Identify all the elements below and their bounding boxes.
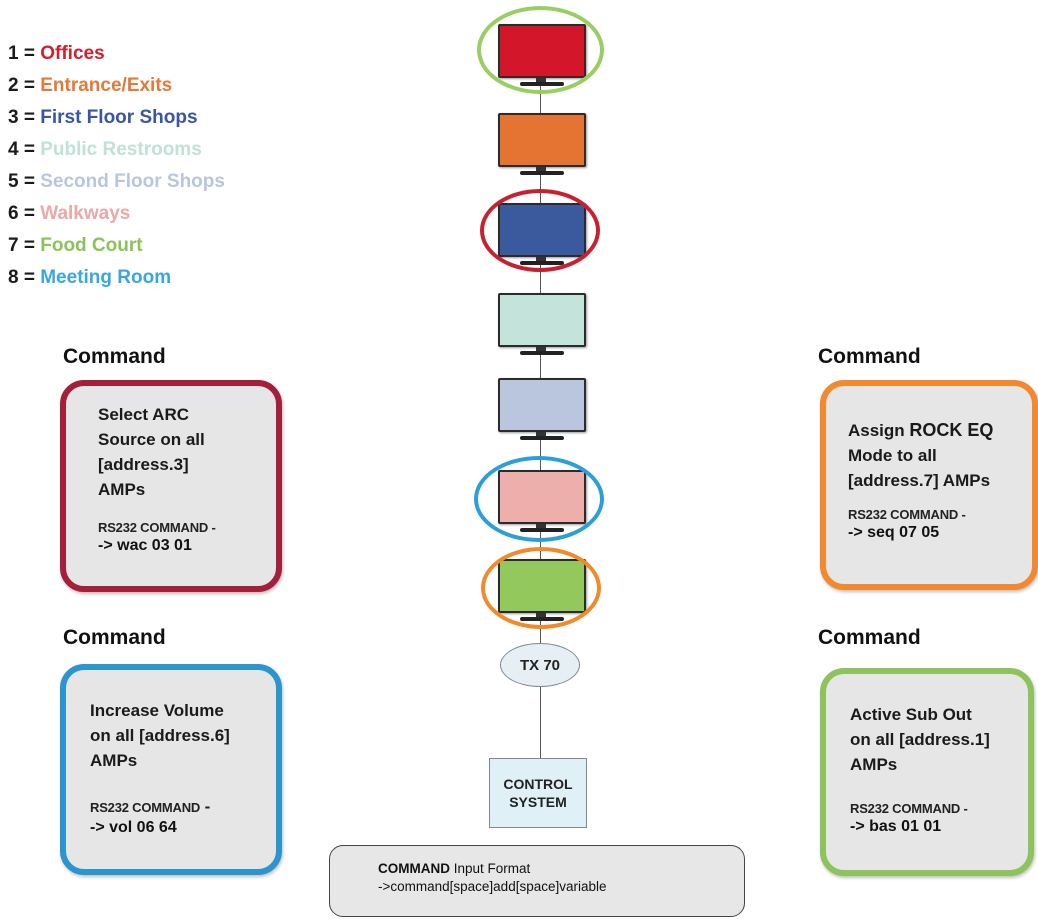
command-box-rock-eq: Assign ROCK EQ Mode to all [address.7] A… <box>820 380 1038 590</box>
legend-item-entrance-exits: 2 = Entrance/Exits <box>8 75 173 96</box>
rs232-label: RS232 COMMAND - <box>848 507 966 522</box>
rs232-command-code: -> wac 03 01 <box>98 537 192 554</box>
tv-display-public-restrooms <box>498 293 586 361</box>
rs232-command-code: -> seq 07 05 <box>848 524 940 541</box>
tv-stand <box>536 167 546 171</box>
tx70-transmitter: TX 70 <box>500 643 580 687</box>
command-heading: Command <box>818 345 921 368</box>
legend-item-walkways: 6 = Walkways <box>8 203 131 224</box>
legend-item-food-court: 7 = Food Court <box>8 235 143 256</box>
highlight-ring-blue <box>474 456 604 542</box>
command-heading: Command <box>63 345 166 368</box>
highlight-ring-orange <box>481 547 601 629</box>
tv-screen <box>498 113 586 167</box>
command-heading: Command <box>818 626 921 649</box>
rs232-label: RS232 COMMAND - <box>850 801 968 816</box>
command-description: Increase Volume on all [address.6] AMPs <box>90 701 230 770</box>
control-system-box: CONTROL SYSTEM <box>489 758 587 828</box>
tv-stand <box>536 347 546 351</box>
tv-stand-base <box>520 351 564 355</box>
rs232-label: RS232 COMMAND - <box>98 520 216 535</box>
command-box-arc-source: Select ARC Source on all [address.3] AMP… <box>60 380 282 592</box>
legend-item-first-floor-shops: 3 = First Floor Shops <box>8 107 198 128</box>
legend-item-public-restrooms: 4 = Public Restrooms <box>8 139 202 160</box>
tv-screen <box>498 378 586 432</box>
tx70-label: TX 70 <box>519 656 561 674</box>
legend-item-offices: 1 = Offices <box>8 43 105 64</box>
highlight-ring-green <box>477 6 604 94</box>
tv-stand-base <box>520 171 564 175</box>
tv-stand-base <box>520 436 564 440</box>
command-description: Active Sub Out on all [address.1] AMPs <box>850 705 990 774</box>
rs232-command-code: -> vol 06 64 <box>90 819 177 836</box>
highlight-ring-red <box>480 189 600 272</box>
command-description: Select ARC Source on all [address.3] AMP… <box>98 405 205 499</box>
format-title: COMMAND Input Format <box>378 861 531 876</box>
format-syntax: ->command[space]add[space]variable <box>378 879 607 894</box>
tv-display-second-floor-shops <box>498 378 586 446</box>
command-description: Assign ROCK EQ Mode to all [address.7] A… <box>848 420 994 490</box>
zone-legend: 1 = Offices 2 = Entrance/Exits 3 = First… <box>8 42 225 298</box>
command-heading: Command <box>63 626 166 649</box>
rs232-command-code: -> bas 01 01 <box>850 818 942 835</box>
legend-item-meeting-room: 8 = Meeting Room <box>8 267 172 288</box>
control-system-label: CONTROL SYSTEM <box>503 776 573 810</box>
rs232-label: RS232 COMMAND - <box>90 797 211 816</box>
tv-display-entrance-exits <box>498 113 586 181</box>
legend-item-second-floor-shops: 5 = Second Floor Shops <box>8 171 225 192</box>
tv-screen <box>498 293 586 347</box>
command-box-increase-volume: Increase Volume on all [address.6] AMPs … <box>60 664 282 875</box>
tv-stand <box>536 432 546 436</box>
command-input-format-box: COMMAND Input Format ->command[space]add… <box>329 845 745 917</box>
command-box-active-sub-out: Active Sub Out on all [address.1] AMPs R… <box>820 668 1034 876</box>
